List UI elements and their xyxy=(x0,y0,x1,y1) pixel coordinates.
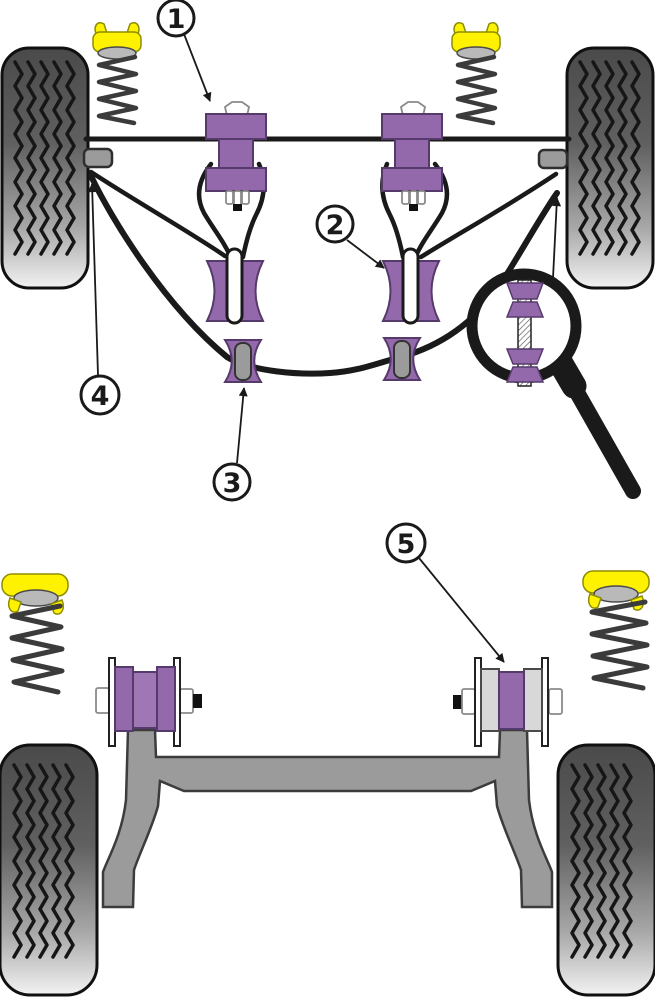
bolt-spline-icon xyxy=(401,190,410,205)
bolt-tip-icon xyxy=(233,204,242,211)
spring-cap-horn-icon xyxy=(7,597,22,613)
subframe-bracket-right xyxy=(537,148,569,170)
spring-seat xyxy=(13,589,59,607)
rear-right-spring xyxy=(582,570,650,691)
rear-suspension-diagram: 5 xyxy=(0,522,655,997)
callout-5-circle xyxy=(385,522,427,564)
rear-right-tire xyxy=(556,743,655,997)
hex-nut-icon xyxy=(95,687,110,714)
magnifier-icon xyxy=(466,197,641,499)
drop-link-bush-left xyxy=(205,247,265,325)
callout-4: 4 xyxy=(79,183,121,416)
magnifier-handle xyxy=(558,365,641,499)
rear-left-spring xyxy=(1,573,69,695)
top-mount-bush-left xyxy=(205,101,267,211)
rear-left-tire xyxy=(0,743,99,997)
callout-4-circle xyxy=(79,374,121,416)
callout-1-arrow xyxy=(183,33,212,102)
hex-nut-icon xyxy=(179,688,194,714)
bolt-spline-icon xyxy=(417,190,426,205)
bolt-spline-icon xyxy=(225,190,234,205)
spring-seat xyxy=(593,585,639,603)
callout-1: 1 xyxy=(156,0,212,102)
coil-spring xyxy=(9,603,65,695)
bolt-tip-icon xyxy=(193,694,202,708)
drop-link-left xyxy=(225,247,244,325)
front-right-spring xyxy=(451,22,501,126)
front-suspension-diagram: 1 2 3 4 xyxy=(0,0,655,502)
callout-5: 5 xyxy=(385,522,505,663)
bolt-spline-icon xyxy=(233,190,242,207)
coil-spring xyxy=(589,599,650,691)
front-left-spring xyxy=(92,22,142,126)
magnified-bush-detail xyxy=(505,279,545,387)
coil-spring xyxy=(455,54,498,126)
coil-spring xyxy=(96,54,139,126)
hex-nut-icon xyxy=(461,688,476,715)
callout-3-arrow xyxy=(236,387,248,464)
drop-link-right xyxy=(401,247,420,325)
callout-3-label: 3 xyxy=(223,468,242,499)
rear-beam-mount-left xyxy=(95,657,202,747)
hex-nut-icon xyxy=(548,688,563,715)
drop-link-bush-right xyxy=(381,247,441,325)
callout-5-arrow xyxy=(418,557,505,663)
arb-bush-left xyxy=(223,339,263,383)
callout-2-label: 2 xyxy=(326,210,345,241)
arb-bush-clamp xyxy=(393,340,411,379)
callout-2-arrow xyxy=(346,239,385,269)
callout-1-circle xyxy=(156,0,196,38)
callout-5-label: 5 xyxy=(397,529,416,560)
front-left-tire xyxy=(0,46,90,290)
callout-4-label: 4 xyxy=(91,381,110,412)
mount-spacer xyxy=(480,668,500,732)
spring-cap-horn-icon xyxy=(587,593,602,609)
magnifier-leader-arrow xyxy=(552,197,562,279)
bolt-spline-icon xyxy=(409,190,418,207)
bolt-spline-icon xyxy=(241,190,250,205)
top-mount-bush-right xyxy=(381,101,443,211)
bolt-tip-icon xyxy=(409,204,418,211)
arb-bush-right xyxy=(382,337,422,381)
callout-1-label: 1 xyxy=(167,4,186,35)
subframe-bracket-left xyxy=(82,147,114,169)
callout-4-arrow xyxy=(87,183,99,376)
callout-3: 3 xyxy=(212,387,252,502)
callout-3-circle xyxy=(212,462,252,502)
rear-axle-beam xyxy=(101,728,554,909)
mount-spacer xyxy=(523,668,543,732)
bolt-tip-icon xyxy=(453,695,462,709)
callout-2-circle xyxy=(315,204,355,244)
rear-beam-mount-right xyxy=(453,657,563,747)
callout-2: 2 xyxy=(315,204,385,269)
front-right-tire xyxy=(565,46,655,290)
arb-bush-clamp xyxy=(234,342,252,381)
